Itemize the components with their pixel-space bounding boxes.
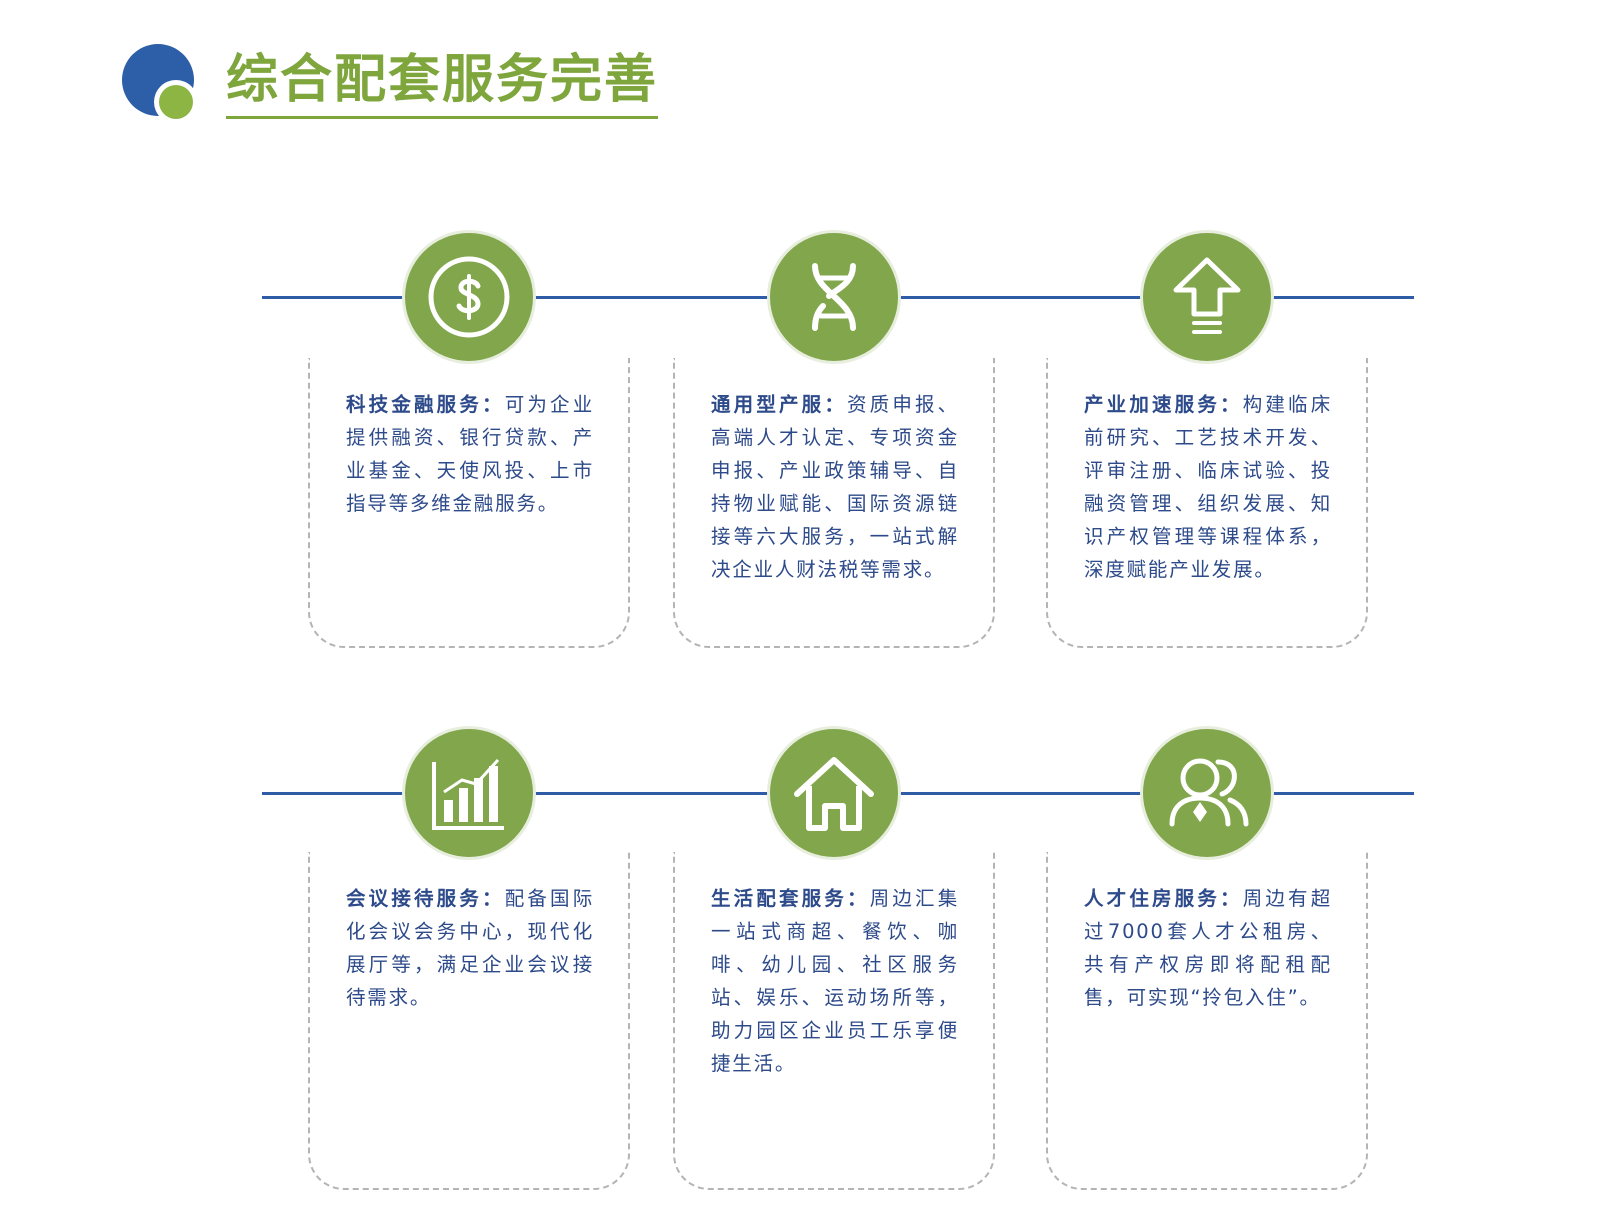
card-title: 人才住房服务： [1084,887,1243,910]
card-text: 产业加速服务：构建临床前研究、工艺技术开发、评审注册、临床试验、投融资管理、组织… [1084,388,1332,586]
housing-icon-circle [1143,729,1271,857]
card-body: 资质申报、高端人才认定、专项资金申报、产业政策辅导、自持物业赋能、国际资源链接等… [711,393,959,581]
house-icon [794,757,874,831]
card-body: 配备国际化会议会务中心，现代化展厅等，满足企业会议接待需求。 [346,887,594,1009]
service-card-finance: 科技金融服务：可为企业提供融资、银行贷款、产业基金、天使风投、上市指导等多维金融… [308,358,630,648]
card-body: 周边有超过7000套人才公租房、共有产权房即将配租配售，可实现“拎包入住”。 [1084,887,1332,1009]
card-title: 科技金融服务： [346,393,505,416]
finance-icon-circle [405,233,533,361]
arrow-up-icon [1173,257,1241,334]
card-body: 构建临床前研究、工艺技术开发、评审注册、临床试验、投融资管理、组织发展、知识产权… [1084,393,1332,581]
card-text: 会议接待服务：配备国际化会议会务中心，现代化展厅等，满足企业会议接待需求。 [346,882,594,1014]
people-icon [1169,758,1249,827]
page-title: 综合配套服务完善 [226,44,659,119]
card-body: 可为企业提供融资、银行贷款、产业基金、天使风投、上市指导等多维金融服务。 [346,393,594,515]
card-title: 生活配套服务： [711,887,870,910]
logo-icon [122,44,198,124]
service-card-living: 生活配套服务：周边汇集一站式商超、餐饮、咖啡、幼儿园、社区服务站、娱乐、运动场所… [673,852,995,1190]
service-card-general: 通用型产服：资质申报、高端人才认定、专项资金申报、产业政策辅导、自持物业赋能、国… [673,358,995,648]
card-text: 人才住房服务：周边有超过7000套人才公租房、共有产权房即将配租配售，可实现“拎… [1084,882,1332,1014]
card-body: 周边汇集一站式商超、餐饮、咖啡、幼儿园、社区服务站、娱乐、运动场所等，助力园区企… [711,887,959,1075]
general-icon-circle [770,233,898,361]
dna-icon [812,263,856,331]
service-card-meeting: 会议接待服务：配备国际化会议会务中心，现代化展厅等，满足企业会议接待需求。 [308,852,630,1190]
meeting-icon-circle [405,729,533,857]
card-title: 会议接待服务： [346,887,505,910]
acceleration-icon-circle [1143,233,1271,361]
card-title: 通用型产服： [711,393,848,416]
service-card-acceleration: 产业加速服务：构建临床前研究、工艺技术开发、评审注册、临床试验、投融资管理、组织… [1046,358,1368,648]
dollar-icon [428,256,510,338]
card-text: 科技金融服务：可为企业提供融资、银行贷款、产业基金、天使风投、上市指导等多维金融… [346,388,594,520]
service-card-housing: 人才住房服务：周边有超过7000套人才公租房、共有产权房即将配租配售，可实现“拎… [1046,852,1368,1190]
card-text: 通用型产服：资质申报、高端人才认定、专项资金申报、产业政策辅导、自持物业赋能、国… [711,388,959,586]
card-title: 产业加速服务： [1084,393,1243,416]
card-text: 生活配套服务：周边汇集一站式商超、餐饮、咖啡、幼儿园、社区服务站、娱乐、运动场所… [711,882,959,1080]
living-icon-circle [770,729,898,857]
bar-chart-icon [432,758,504,830]
